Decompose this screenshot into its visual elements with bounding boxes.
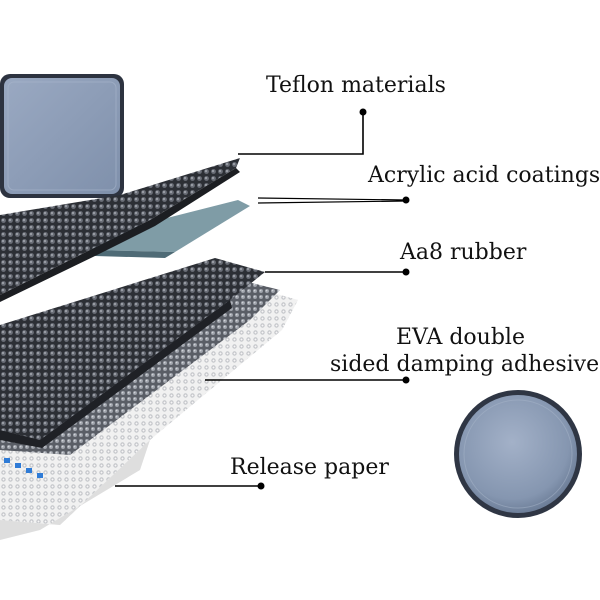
teflon-layer: [0, 158, 240, 302]
acrylic-leader-2: [257, 200, 407, 204]
label-aa8-rubber: Aa8 rubber: [400, 240, 527, 265]
label-eva-line1: EVA double: [396, 325, 525, 350]
round-pad-image: [454, 390, 582, 518]
label-release-paper: Release paper: [230, 455, 389, 480]
square-pad-image: [0, 74, 124, 198]
leader-dots: [257, 108, 410, 490]
label-eva-line2: sided damping adhesive: [330, 352, 600, 377]
rubber-layer: [0, 258, 265, 448]
acrylic-leader: [257, 197, 407, 201]
label-teflon-materials: Teflon materials: [266, 73, 446, 98]
release-paper-layer: [0, 292, 298, 540]
teflon-leader: [238, 112, 364, 155]
label-acrylic-acid-coatings: Acrylic acid coatings: [368, 163, 600, 188]
leader-lines: [115, 112, 407, 487]
